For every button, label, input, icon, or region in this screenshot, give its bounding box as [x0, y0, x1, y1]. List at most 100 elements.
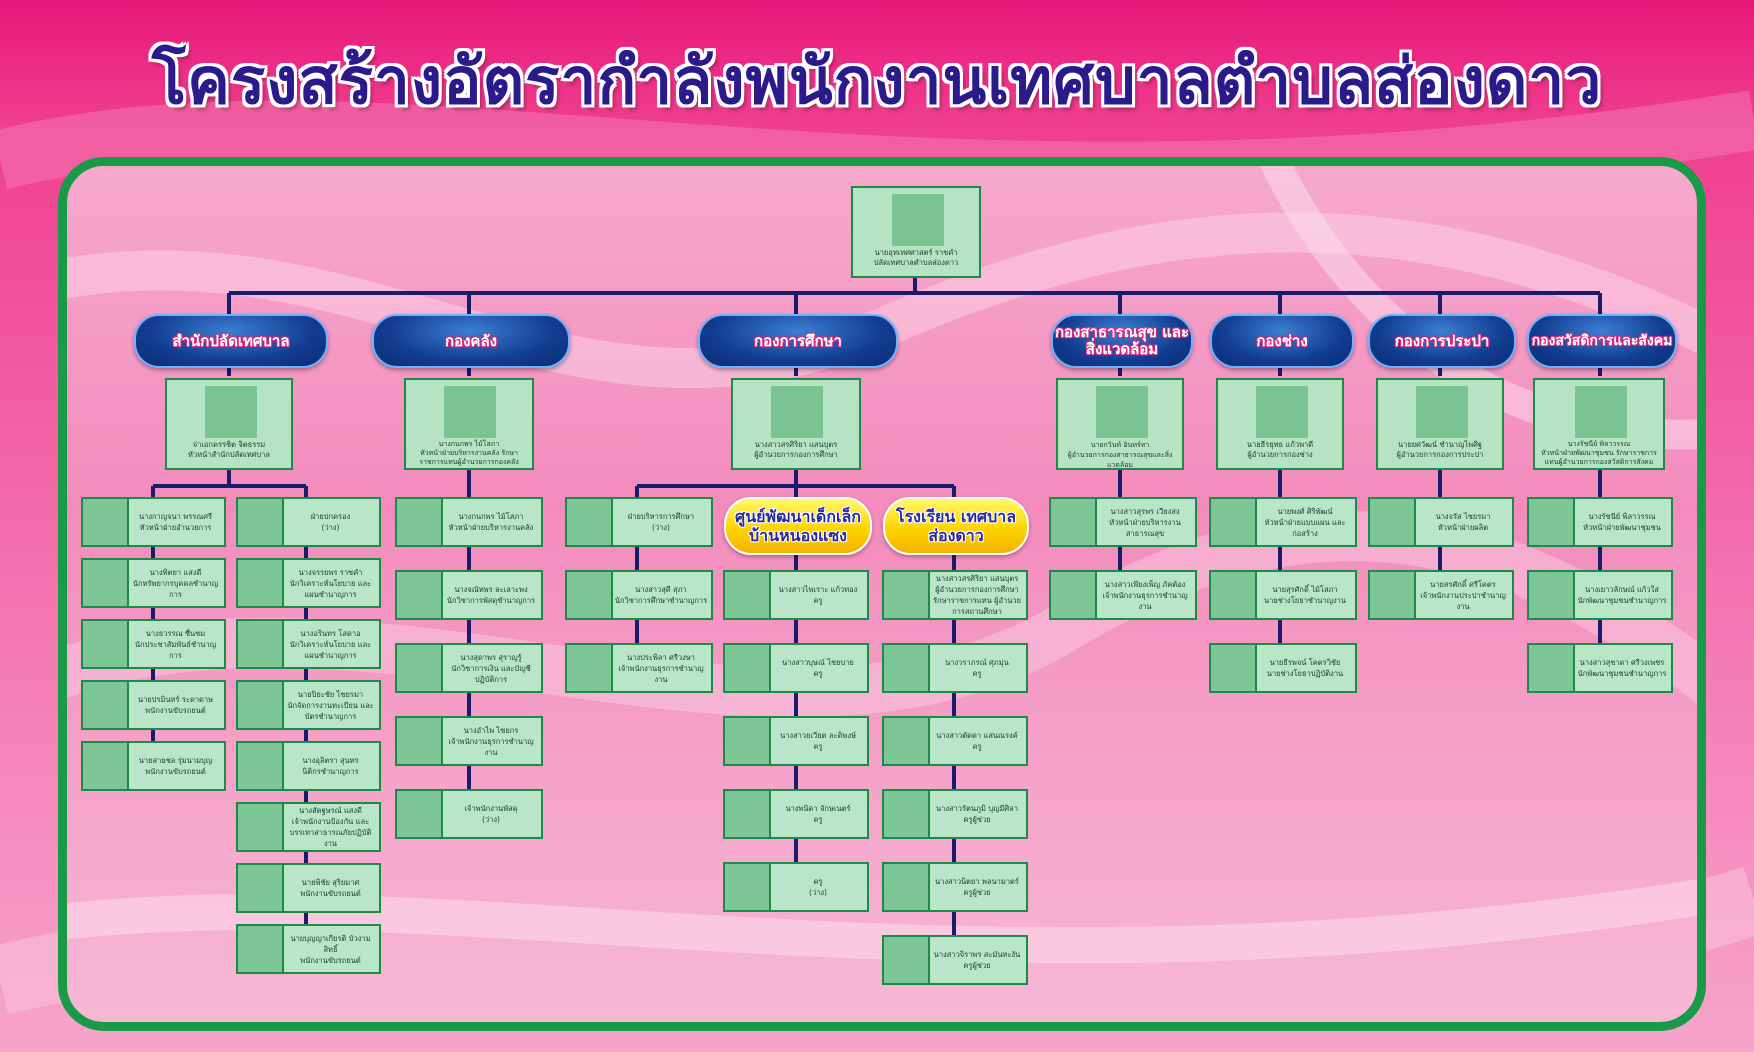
- staff-box: นางประพิลา ศรีวงษาเจ้าพนักงานธุรการชำนาญ…: [565, 643, 713, 693]
- staff-box: นางสาวจิราพร สะมันทะงันครูผู้ช่วย: [882, 935, 1028, 985]
- staff-position: นักวิชาการศึกษาชำนาญการ: [614, 596, 708, 605]
- staff-position: เจ้าพนักงานป้องกัน และบรรเทาสาธารณภัยปฏิ…: [289, 817, 372, 848]
- photo-placeholder: [567, 572, 613, 618]
- staff-position: นักวิเคราะห์นโยบาย และแผนชำนาญการ: [289, 639, 372, 660]
- photo-placeholder: [397, 499, 443, 545]
- photo-placeholder: [1096, 386, 1148, 438]
- staff-text: นางจรรยพร ราชคำนักวิเคราะห์นโยบาย และแผน…: [284, 560, 377, 606]
- photo-placeholder: [884, 572, 930, 618]
- staff-position: ครู: [972, 669, 982, 678]
- staff-box: นายธีรพจน์ โคตรวิชัยนายช่างโยธาปฏิบัติงา…: [1209, 643, 1357, 693]
- head-position: ผู้อำนวยการกองการประปา: [1396, 450, 1484, 459]
- staff-text: นางสัตฐษรณ์ แสงดีเจ้าพนักงานป้องกัน และบ…: [284, 804, 377, 850]
- staff-position: เจ้าพนักงานประปาชำนาญงาน: [1420, 590, 1506, 611]
- staff-position: ครู: [813, 742, 823, 751]
- staff-position: ครูผู้ช่วย: [963, 961, 991, 970]
- staff-text: เจ้าพนักงานพัสดุ(ว่าง): [443, 791, 539, 837]
- photo-placeholder: [884, 718, 930, 764]
- staff-position: นักวิเคราะห์นโยบาย และแผนชำนาญการ: [289, 578, 372, 599]
- staff-box: นางจรัส ไชยรมาหัวหน้าฝ่ายผลิต: [1368, 497, 1514, 547]
- staff-box: นางรัชนีย์ พิลาวรรณหัวหน้าฝ่ายพัฒนาชุมชน: [1527, 497, 1673, 547]
- staff-name: นายพงศ์ ศิริพัฒน์: [1277, 506, 1333, 516]
- chief-name: นายอุทเทศศาสตร์ ราชคำ: [874, 248, 958, 257]
- staff-box: ฝ่ายปกครอง(ว่าง): [236, 497, 381, 547]
- head-name: นางสาวสรศิริยา แสนบุตร: [754, 440, 838, 449]
- staff-text: นางประพิลา ศรีวงษาเจ้าพนักงานธุรการชำนาญ…: [613, 645, 709, 691]
- photo-placeholder: [83, 743, 129, 789]
- dept-head-text: นางกนกพร ไม้โสภาหัวหน้าฝ่ายบริหารงานคลัง…: [408, 440, 530, 467]
- staff-name: นางสาวตัดดา แสนณรงค์: [936, 731, 1018, 740]
- staff-name: นางสาวสรศิริยา แสนบุตร: [935, 574, 1019, 583]
- staff-box: นางอุลิตรา สุนทรนิติกรชำนาญการ: [236, 741, 381, 791]
- dept-klang: กองคลัง: [372, 314, 570, 368]
- photo-placeholder: [1051, 572, 1097, 618]
- photo-placeholder: [238, 804, 284, 850]
- photo-placeholder: [725, 645, 771, 691]
- head-name: นายธีรยุทธ แก้วพาดี: [1246, 440, 1314, 449]
- photo-placeholder: [238, 926, 284, 972]
- staff-position: นายช่างโยธาปฏิบัติงาน: [1266, 669, 1344, 678]
- photo-placeholder: [725, 864, 771, 910]
- staff-text: นางทิตยา แสงดีนักทรัพยากรบุคคลชำนาญการ: [129, 560, 222, 606]
- staff-box: ครู(ว่าง): [723, 862, 869, 912]
- staff-text: นางสาวสุรพร เวียงสงหัวหน้าฝ่ายบริหารงาน …: [1097, 499, 1193, 545]
- photo-placeholder: [397, 645, 443, 691]
- staff-position: นักพัฒนาชุมชนชำนาญการ: [1577, 596, 1667, 605]
- photo-placeholder: [1529, 645, 1575, 691]
- staff-name: นางประพิลา ศรีวงษา: [627, 652, 695, 662]
- dept-chang: กองช่าง: [1210, 314, 1354, 368]
- staff-name: นางอรินทร โสดาอ: [300, 628, 361, 638]
- photo-placeholder: [238, 865, 284, 911]
- staff-box: นางสาวไพเราะ แก้วทองครู: [723, 570, 869, 620]
- staff-position: นักพัฒนาชุมชนชำนาญการ: [1577, 669, 1667, 678]
- staff-box: นางอรินทร โสดาอนักวิเคราะห์นโยบาย และแผน…: [236, 619, 381, 669]
- staff-name: นางจรัส ไชยรมา: [1435, 512, 1491, 521]
- staff-box: นางสาวสุชาดา ศรีวงเพชรนักพัฒนาชุมชนชำนาญ…: [1527, 643, 1673, 693]
- photo-placeholder: [238, 621, 284, 667]
- staff-position: เจ้าพนักงานธุรการชำนาญงาน: [1102, 590, 1188, 611]
- staff-text: นางสาวยเวียต ละดิพงษ์ครู: [771, 718, 865, 764]
- staff-text: นายบุญญาเกียรติ บัวงามสิทธิ์พนักงานขับรถ…: [284, 926, 377, 972]
- dept-head-box: นายกวินท์ อินทร์ทาผู้อำนวยการกองสาธารณสุ…: [1056, 378, 1184, 470]
- photo-placeholder: [1211, 499, 1257, 545]
- staff-name: นางอุลิตรา สุนทร: [302, 756, 359, 765]
- staff-text: นางสาวนิตยา พลนามาตร์ครูผู้ช่วย: [930, 864, 1024, 910]
- staff-name: นางสุดาพร สุราญรู้: [460, 652, 522, 662]
- staff-box: นางพนิดา จักษเนตร์ครู: [723, 789, 869, 839]
- staff-box: นางสาวสุรพร เวียงสงหัวหน้าฝ่ายบริหารงาน …: [1049, 497, 1197, 547]
- head-position: หัวหน้าสำนักปลัดเทศบาล: [188, 450, 270, 459]
- staff-position: ผู้อำนวยการกองการศึกษา รักษาราชการแทน ผู…: [933, 585, 1021, 616]
- staff-text: นางรัชนีย์ พิลาวรรณหัวหน้าฝ่ายพัฒนาชุมชน: [1575, 499, 1669, 545]
- staff-name: นายสุรศักดิ์ ไม้โสภา: [1272, 585, 1338, 594]
- photo-placeholder: [884, 791, 930, 837]
- staff-position: ครู: [813, 815, 823, 824]
- staff-box: นางธวรรณ ชื่นชมนักประชาสัมพันธ์ชำนาญการ: [81, 619, 226, 669]
- photo-placeholder: [397, 572, 443, 618]
- staff-box: นางสาวยเวียต ละดิพงษ์ครู: [723, 716, 869, 766]
- dept-satharana: กองสาธารณสุข และสิ่งแวดล้อม: [1051, 314, 1193, 368]
- staff-position: พนักงานขับรถยนต์: [145, 767, 206, 776]
- staff-position: หัวหน้าฝ่ายบริหารงาน สาธารณสุข: [1109, 517, 1181, 538]
- staff-text: นายปิยะชัย ไชยรมานักจัดการงานทะเบียน และ…: [284, 682, 377, 728]
- staff-box: นางสาวบุษณ์ ไชยบายครู: [723, 643, 869, 693]
- staff-position: (ว่าง): [809, 888, 827, 897]
- staff-name: นางทิตยา แสงดี: [149, 567, 202, 577]
- chief-text: นายอุทเทศศาสตร์ ราชคำ ปลัดเทศบาลตำบลส่อง…: [855, 248, 977, 268]
- staff-text: นางสาวจิราพร สะมันทะงันครูผู้ช่วย: [930, 937, 1024, 983]
- staff-name: นางจณัทพร ละเลาะพง: [454, 585, 528, 594]
- staff-text: นางสาวสุดี สุภานักวิชาการศึกษาชำนาญการ: [613, 572, 709, 618]
- subhead-child-center: ศูนย์พัฒนาเด็กเล็ก บ้านหนองแซง: [724, 497, 872, 555]
- photo-placeholder: [1370, 499, 1416, 545]
- photo-placeholder: [238, 682, 284, 728]
- staff-text: นายปรมินทร์ ระดาดาษพนักงานขับรถยนต์: [129, 682, 222, 728]
- staff-text: นายสุรศักดิ์ ไม้โสภานายช่างโยธาชำนาญงาน: [1257, 572, 1353, 618]
- staff-position: (ว่าง): [321, 523, 340, 532]
- staff-text: นางธวรรณ ชื่นชมนักประชาสัมพันธ์ชำนาญการ: [129, 621, 222, 667]
- staff-box: นางทิตยา แสงดีนักทรัพยากรบุคคลชำนาญการ: [81, 558, 226, 608]
- dept-head-text: นายกวินท์ อินทร์ทาผู้อำนวยการกองสาธารณสุ…: [1060, 440, 1180, 470]
- staff-box: นางวราภรณ์ ศุภมุ่นครู: [882, 643, 1028, 693]
- staff-text: นางสาวเพียงเพ็ญ ภัคต้องเจ้าพนักงานธุรการ…: [1097, 572, 1193, 618]
- staff-name: นางสัตฐษรณ์ แสงดี: [299, 806, 362, 815]
- staff-position: หัวหน้าฝ่ายแบบแผน และก่อสร้าง: [1264, 517, 1346, 538]
- photo-placeholder: [238, 560, 284, 606]
